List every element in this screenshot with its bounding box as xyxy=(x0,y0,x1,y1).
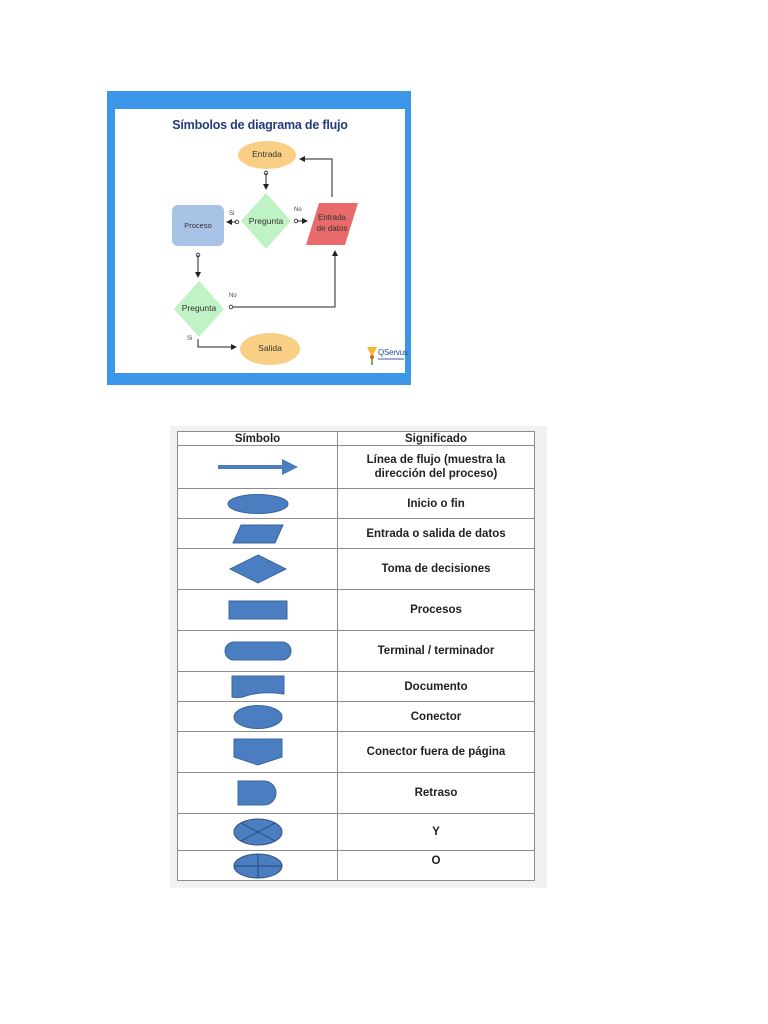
table-row: Procesos xyxy=(177,589,535,631)
arrow-icon xyxy=(217,459,298,475)
table-row: Inicio o fin xyxy=(177,488,535,519)
meaning-cell: Procesos xyxy=(337,589,535,631)
meaning-text: Entrada o salida de datos xyxy=(366,527,506,540)
symbol-table-image: Símbolo Significado Línea de flujo (mues… xyxy=(170,426,547,888)
edge-datos-entrada xyxy=(299,156,333,197)
meaning-cell: Inicio o fin xyxy=(337,488,535,519)
qservus-logo-tagline xyxy=(378,358,404,360)
ellipse-icon xyxy=(227,493,288,514)
meaning-cell: Retraso xyxy=(337,772,535,814)
entrada-datos-label-line2: de datos xyxy=(316,224,348,233)
delay-icon xyxy=(237,780,276,806)
meaning-text: Conector fuera de página xyxy=(366,746,506,758)
rectangle-icon xyxy=(228,600,287,620)
meaning-text: Procesos xyxy=(410,604,462,616)
qservus-logo-text: QServus xyxy=(378,348,408,357)
symbol-cell xyxy=(177,850,338,881)
table-header-row: Símbolo Significado xyxy=(177,431,535,446)
symbol-cell xyxy=(177,445,338,489)
meaning-cell: Entrada o salida de datos xyxy=(337,518,535,549)
edge-pregunta2-datos-dot xyxy=(228,304,234,310)
and-circle-icon xyxy=(233,818,282,846)
meaning-cell: Conector xyxy=(337,701,535,732)
diamond-icon xyxy=(228,554,287,584)
pregunta-2-label: Pregunta xyxy=(181,303,217,313)
table-row: Conector xyxy=(177,701,535,732)
table-row: Documento xyxy=(177,671,535,702)
symbol-cell xyxy=(177,772,338,814)
circle-icon xyxy=(233,704,282,729)
symbol-cell xyxy=(177,518,338,549)
flowchart-canvas: Símbolos de diagrama de flujo Entrada Pr… xyxy=(115,109,408,373)
edge-label-si-1: Si xyxy=(229,211,235,217)
or-circle-icon xyxy=(233,853,282,878)
edge-pregunta2-salida xyxy=(197,339,237,350)
table-row: Conector fuera de página xyxy=(177,731,535,773)
meaning-text: Terminal / terminador xyxy=(377,645,495,657)
flowchart-shapes xyxy=(172,141,358,365)
symbol-cell xyxy=(177,589,338,631)
parallelogram-icon xyxy=(231,524,284,543)
entrada-label: Entrada xyxy=(252,149,282,159)
meaning-cell: Documento xyxy=(337,671,535,702)
entrada-datos-label: Entrada de datos xyxy=(307,212,357,234)
header-meaning: Significado xyxy=(337,431,535,446)
meaning-text: Línea de flujo (muestra la dirección del… xyxy=(366,454,506,480)
table-row: Terminal / terminador xyxy=(177,630,535,672)
meaning-cell: Conector fuera de página xyxy=(337,731,535,773)
symbol-cell xyxy=(177,731,338,773)
meaning-text: Toma de decisiones xyxy=(381,563,491,575)
symbol-cell xyxy=(177,488,338,519)
symbol-cell xyxy=(177,630,338,672)
symbol-table: Símbolo Significado Línea de flujo (mues… xyxy=(177,431,535,881)
table-row: Línea de flujo (muestra la dirección del… xyxy=(177,445,535,489)
table-row: Entrada o salida de datos xyxy=(177,518,535,549)
pregunta-2-diamond-shape xyxy=(174,281,224,337)
document-icon xyxy=(231,675,284,698)
meaning-cell: Y xyxy=(337,813,535,851)
flowchart-title: Símbolos de diagrama de flujo xyxy=(172,118,348,132)
table-row: Y xyxy=(177,813,535,851)
edge-pregunta1-proceso-dot xyxy=(234,219,240,225)
meaning-cell: Toma de decisiones xyxy=(337,548,535,590)
salida-terminal-shape xyxy=(240,333,300,365)
rounded-terminal-icon xyxy=(224,641,291,661)
edge-label-no-2: No xyxy=(229,293,237,299)
meaning-text: Conector xyxy=(410,710,462,723)
edge-pregunta2-datos xyxy=(233,250,338,308)
edge-label-no-1: No xyxy=(294,207,302,213)
symbol-cell xyxy=(177,701,338,732)
meaning-cell: Terminal / terminador xyxy=(337,630,535,672)
edge-proceso-pregunta2-dot xyxy=(195,252,201,258)
qservus-logo-mark-icon xyxy=(367,347,377,365)
symbol-cell xyxy=(177,671,338,702)
edge-entrada-pregunta1-dot xyxy=(263,170,269,176)
pregunta-1-diamond-shape xyxy=(241,193,291,249)
symbol-cell xyxy=(177,813,338,851)
pregunta-1-label: Pregunta xyxy=(248,216,284,226)
meaning-text: Documento xyxy=(404,680,468,693)
table-row: Retraso xyxy=(177,772,535,814)
table-row: O xyxy=(177,850,535,881)
entrada-datos-label-line1: Entrada xyxy=(317,213,347,222)
proceso-label: Proceso xyxy=(184,221,212,230)
table-row: Toma de decisiones xyxy=(177,548,535,590)
meaning-cell: O xyxy=(337,850,535,881)
header-symbol: Símbolo xyxy=(177,431,338,446)
offpage-connector-icon xyxy=(233,738,282,766)
proceso-box-shape xyxy=(172,205,224,246)
qservus-logo: QServus xyxy=(365,343,408,369)
meaning-text: O xyxy=(431,855,441,867)
edge-label-si-2: Si xyxy=(187,336,193,342)
entrada-datos-shape xyxy=(306,203,358,245)
symbol-cell xyxy=(177,548,338,590)
meaning-text: Inicio o fin xyxy=(407,497,465,510)
meaning-cell: Línea de flujo (muestra la dirección del… xyxy=(337,445,535,489)
flowchart-illustration: Símbolos de diagrama de flujo Entrada Pr… xyxy=(107,91,411,385)
meaning-text: Y xyxy=(432,826,440,838)
salida-label: Salida xyxy=(258,343,282,353)
meaning-text: Retraso xyxy=(414,787,458,799)
edge-pregunta1-datos-dot xyxy=(293,218,299,224)
entrada-terminal-shape xyxy=(238,141,296,169)
